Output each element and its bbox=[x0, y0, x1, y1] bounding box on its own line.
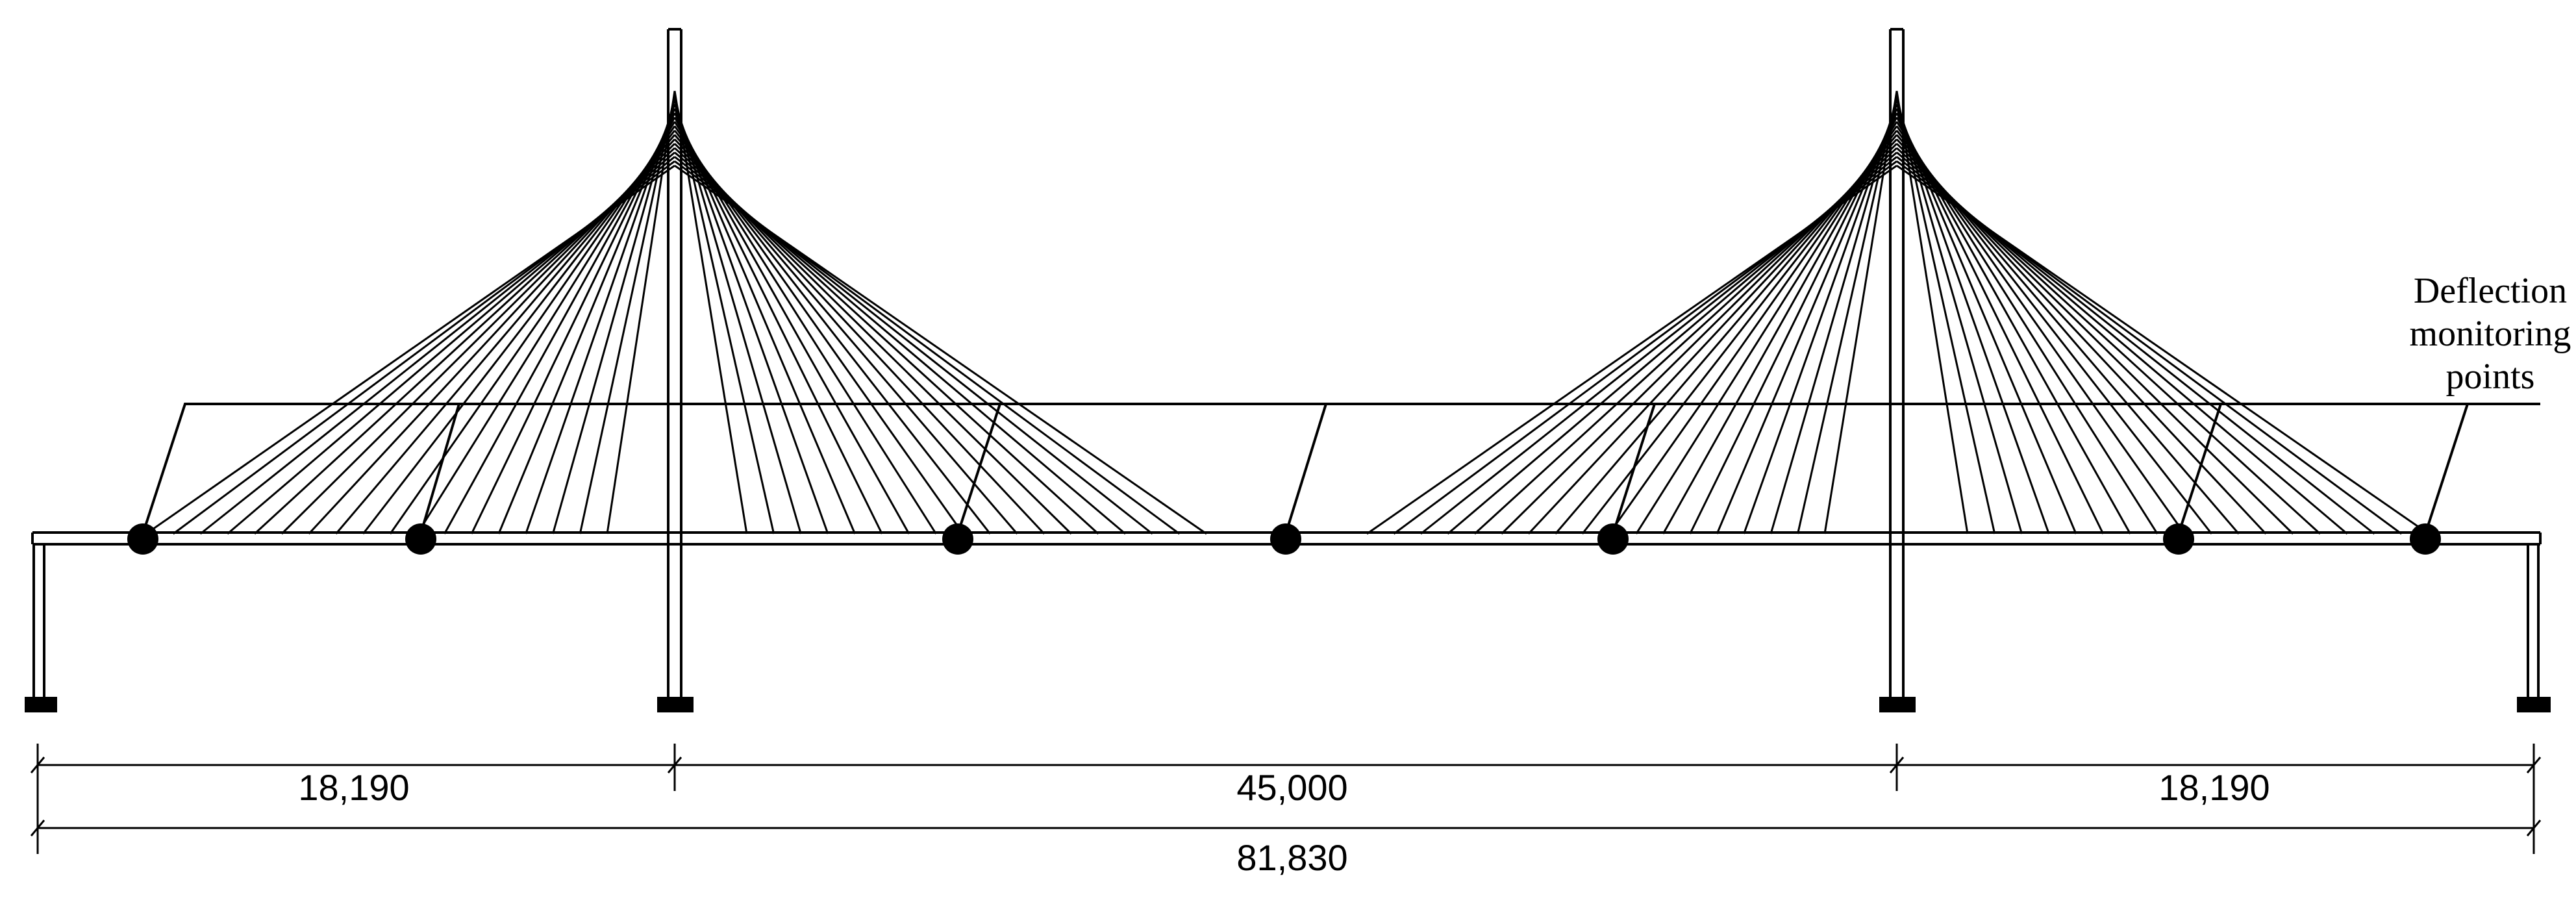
monitoring-points bbox=[127, 523, 2441, 555]
stay-cable bbox=[1895, 103, 2050, 534]
stay-cable bbox=[1895, 108, 2077, 534]
stay-cable bbox=[416, 121, 676, 534]
stay-cable bbox=[1769, 99, 1898, 534]
monitoring-point bbox=[942, 523, 973, 555]
deflection-annotation: Deflection monitoring points bbox=[2410, 271, 2571, 397]
stay-cable bbox=[1823, 90, 1898, 534]
stay-cable bbox=[1895, 95, 1996, 534]
stay-cable bbox=[606, 90, 676, 534]
stay-cable bbox=[1895, 112, 2105, 534]
stay-cable bbox=[1895, 90, 1969, 534]
stay-cable bbox=[362, 129, 676, 534]
stay-cable bbox=[497, 108, 676, 534]
stay-cable bbox=[1895, 134, 2240, 534]
stay-cable bbox=[673, 121, 937, 534]
stay-cable bbox=[470, 112, 676, 534]
main-span-label: 45,000 bbox=[1236, 767, 1347, 808]
stay-cable bbox=[673, 95, 775, 534]
leader-line bbox=[419, 403, 460, 534]
stay-cable bbox=[389, 125, 676, 534]
stay-cable bbox=[1895, 129, 2213, 534]
stay-cable bbox=[1689, 112, 1898, 534]
leader-baseline bbox=[142, 403, 2540, 534]
stay-cable bbox=[335, 134, 676, 534]
stay-cable bbox=[1527, 138, 1898, 535]
stay-cable bbox=[1895, 116, 2131, 534]
stay-cable bbox=[673, 108, 856, 534]
stay-cable bbox=[673, 116, 910, 534]
left-pier-base bbox=[25, 697, 57, 712]
right-span-label: 18,190 bbox=[2158, 767, 2270, 808]
right-pylon-stay-cables bbox=[1366, 90, 2429, 535]
monitoring-point bbox=[1270, 523, 1301, 555]
stay-cable bbox=[673, 138, 1045, 535]
leader-line bbox=[2424, 403, 2469, 534]
stay-cable bbox=[1895, 125, 2186, 534]
left-pylon-base bbox=[657, 697, 694, 712]
right-pylon bbox=[1879, 28, 1916, 712]
total-length-label: 81,830 bbox=[1236, 837, 1347, 878]
stay-cable bbox=[1581, 129, 1898, 534]
stay-cable bbox=[1555, 134, 1898, 534]
left-end-pier bbox=[25, 544, 57, 712]
leader-line bbox=[1284, 403, 1327, 534]
stay-cable bbox=[673, 134, 1018, 534]
stay-cable bbox=[1797, 95, 1898, 534]
stay-cable bbox=[673, 90, 748, 534]
stay-cable bbox=[1662, 116, 1898, 534]
stay-cable bbox=[1895, 138, 2267, 535]
stay-cable bbox=[552, 99, 676, 534]
monitoring-leaders bbox=[142, 403, 2540, 534]
stay-cable bbox=[444, 116, 676, 534]
dimension-lines bbox=[30, 744, 2542, 854]
stay-cable bbox=[579, 95, 676, 534]
monitoring-point bbox=[405, 523, 436, 555]
stay-cable bbox=[673, 103, 829, 534]
stay-cable bbox=[1895, 99, 2023, 534]
leader-line bbox=[957, 403, 1001, 534]
stay-cable bbox=[673, 112, 883, 534]
right-pylon-base bbox=[1879, 697, 1916, 712]
stay-cable bbox=[308, 138, 676, 535]
monitoring-point bbox=[127, 523, 158, 555]
stay-cable bbox=[525, 103, 676, 534]
left-span-label: 18,190 bbox=[298, 767, 409, 808]
stay-cable bbox=[1635, 121, 1898, 534]
right-pier-base bbox=[2517, 697, 2551, 712]
stay-cable bbox=[673, 99, 802, 534]
monitoring-point bbox=[2163, 523, 2194, 555]
stay-cable bbox=[1895, 121, 2158, 534]
annotation-line-3: points bbox=[2446, 357, 2535, 397]
monitoring-point bbox=[1597, 523, 1629, 555]
annotation-line-1: Deflection bbox=[2414, 271, 2567, 311]
leader-line bbox=[1612, 403, 1656, 534]
stay-cable bbox=[673, 125, 964, 534]
left-pylon bbox=[657, 28, 694, 712]
left-pylon-stay-cables bbox=[145, 90, 1207, 535]
stay-cable bbox=[1608, 125, 1898, 534]
stay-cable bbox=[1743, 103, 1898, 534]
stay-cable bbox=[1716, 108, 1898, 534]
annotation-line-2: monitoring bbox=[2410, 314, 2571, 354]
stay-cable bbox=[673, 129, 992, 534]
right-end-pier bbox=[2517, 544, 2551, 712]
monitoring-point bbox=[2410, 523, 2441, 555]
leader-line bbox=[2177, 403, 2222, 534]
